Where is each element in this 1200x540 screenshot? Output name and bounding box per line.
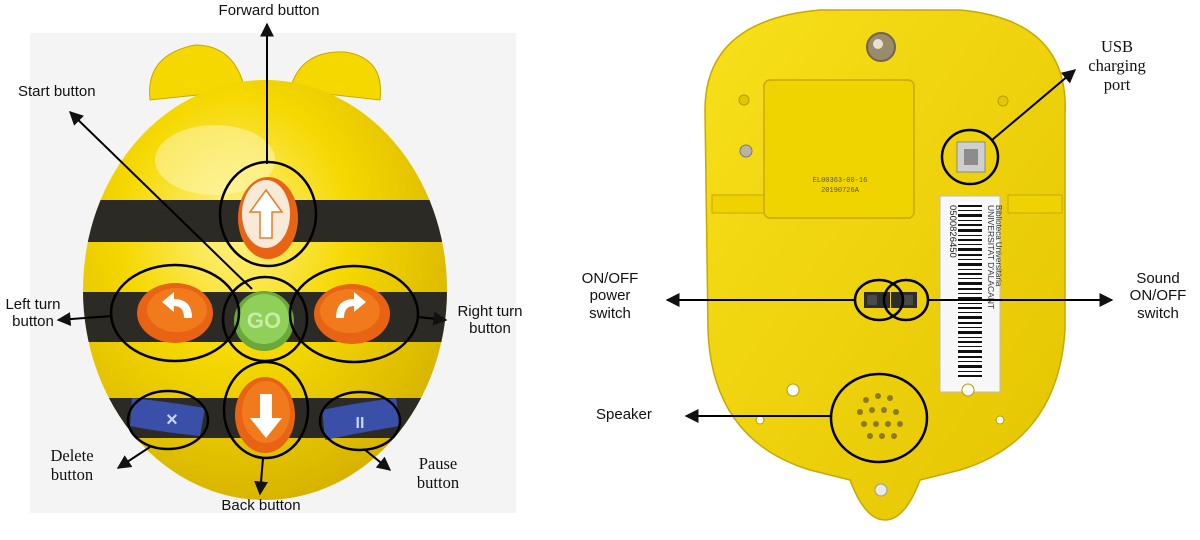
battery-cover-date: 20190726A — [821, 187, 860, 195]
delete-button-label: Delete button — [36, 447, 108, 485]
battery-cover-code: EL00363-00-16 — [813, 177, 868, 185]
delete-x-icon: × — [166, 409, 178, 431]
go-button[interactable]: GO — [234, 291, 294, 351]
sound-switch-label: Sound ON/OFF switch — [1118, 270, 1198, 322]
usb-port-inner — [964, 149, 978, 165]
forward-button[interactable] — [238, 177, 298, 259]
sticker-library: Biblioteca Universitària — [994, 205, 1003, 287]
tail-hole — [875, 484, 887, 496]
mount-hole-small-right — [996, 416, 1004, 424]
go-label: GO — [247, 308, 281, 333]
pause-button-label: Pause button — [400, 455, 476, 493]
back-button-label: Back button — [186, 497, 336, 514]
pause-bars-icon: II — [356, 415, 365, 432]
screw-right — [998, 96, 1008, 106]
left-turn-button[interactable] — [137, 283, 213, 343]
caster-shine — [873, 39, 883, 49]
screw-hole-left — [739, 95, 749, 105]
right-turn-button-label: Right turn button — [450, 303, 530, 338]
left-rail — [712, 195, 766, 213]
power-switch-label: ON/OFF power switch — [570, 270, 650, 322]
start-button-label: Start button — [18, 83, 138, 100]
forward-button-label: Forward button — [184, 2, 354, 19]
mount-hole-small-left — [756, 416, 764, 424]
screw-left — [740, 145, 752, 157]
barcode — [957, 202, 983, 380]
usb-port-label: USB charging port — [1082, 38, 1152, 95]
right-turn-button[interactable] — [314, 284, 390, 344]
back-view: EL00363-00-16 20190726A — [667, 6, 1112, 532]
right-rail — [1008, 195, 1062, 213]
back-button[interactable] — [235, 377, 295, 453]
left-turn-button-label: Left turn button — [0, 296, 68, 331]
mount-hole-left — [787, 384, 799, 396]
speaker-label: Speaker — [596, 406, 676, 423]
battery-cover — [764, 80, 914, 218]
mount-hole-right — [962, 384, 974, 396]
sticker-number: 0500826450 — [947, 205, 958, 258]
